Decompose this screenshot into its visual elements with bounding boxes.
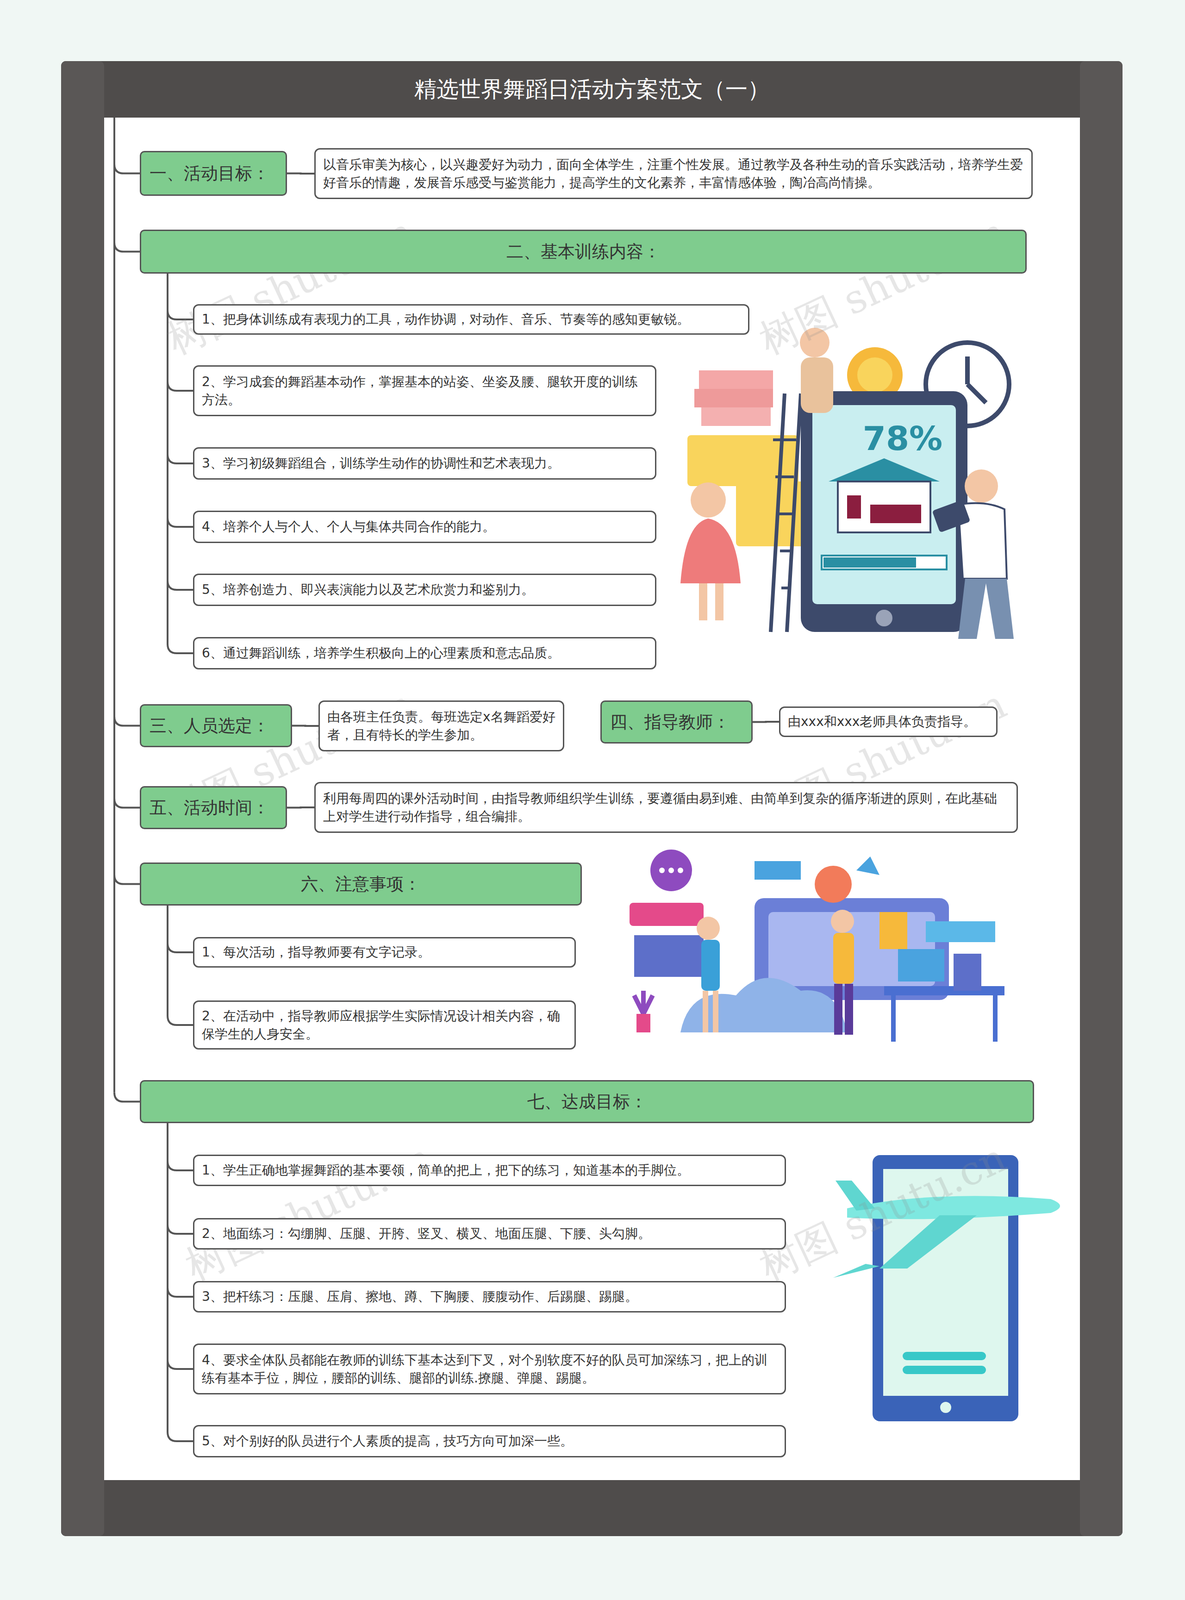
- trunk-branch: [114, 874, 140, 885]
- content-box: 2、地面练习：勾绷脚、压腿、开胯、竖叉、横叉、地面压腿、下腰、头勾脚。: [193, 1217, 786, 1250]
- content-text: 由各班主任负责。每班选定x名舞蹈爱好者，且有特长的学生参加。: [327, 707, 556, 744]
- illustration-phone-progress: [661, 324, 1033, 649]
- content-box: 3、把杆练习：压腿、压肩、擦地、蹲、下胸腰、腰腹动作、后踢腿、踢腿。: [193, 1280, 786, 1313]
- section-heading: 三、人员选定：: [149, 714, 270, 738]
- connector: [286, 806, 315, 809]
- section-heading: 七、达成目标：: [527, 1090, 648, 1114]
- content-box: 4、培养个人与个人、个人与集体共同合作的能力。: [193, 510, 657, 543]
- section-heading: 一、活动目标：: [149, 162, 270, 186]
- section-box: 七、达成目标：: [139, 1079, 1035, 1123]
- connector: [167, 1122, 194, 1171]
- title-bar: 精选世界舞蹈日活动方案范文（一）: [104, 61, 1080, 118]
- section-box: 六、注意事项：: [139, 862, 582, 906]
- trunk-branch: [114, 242, 140, 252]
- content-text: 2、学习成套的舞蹈基本动作，掌握基本的站姿、坐姿及腰、腿软开度的训练方法。: [201, 372, 648, 409]
- content-text: 利用每周四的课外活动时间，由指导教师组织学生训练，要遵循由易到难、由简单到复杂的…: [323, 789, 1010, 826]
- content-text: 4、培养个人与个人、个人与集体共同合作的能力。: [201, 517, 496, 536]
- section-box: 三、人员选定：: [139, 704, 293, 748]
- content-text: 5、培养创造力、即兴表演能力以及艺术欣赏力和鉴别力。: [201, 580, 535, 599]
- content-box: 以音乐审美为核心，以兴趣爱好为动力，面向全体学生，注重个性发展。通过教学及各种生…: [314, 148, 1033, 200]
- connector: [752, 720, 780, 724]
- content-text: 3、把杆练习：压腿、压肩、擦地、蹲、下胸腰、腰腹动作、后踢腿、踢腿。: [201, 1287, 638, 1306]
- content-box: 由各班主任负责。每班选定x名舞蹈爱好者，且有特长的学生参加。: [318, 700, 565, 752]
- content-text: 1、学生正确地掌握舞蹈的基本要领，简单的把上，把下的练习，知道基本的手脚位。: [201, 1160, 690, 1179]
- content-text: 6、通过舞蹈训练，培养学生积极向上的心理素质和意志品质。: [201, 643, 561, 662]
- connector: [167, 273, 194, 464]
- trunk-branch: [114, 1092, 140, 1102]
- content-text: 以音乐审美为核心，以兴趣爱好为动力，面向全体学生，注重个性发展。通过教学及各种生…: [323, 155, 1024, 192]
- content-text: 3、学习初级舞蹈组合，训练学生动作的协调性和艺术表现力。: [201, 454, 561, 473]
- content-box: 由xxx和xxx老师具体负责指导。: [779, 706, 998, 737]
- title-text: 精选世界舞蹈日活动方案范文（一）: [414, 74, 770, 105]
- content-box: 2、在活动中，指导教师应根据学生实际情况设计相关内容，确保学生的人身安全。: [193, 1000, 576, 1050]
- content-box: 6、通过舞蹈训练，培养学生积极向上的心理素质和意志品质。: [193, 636, 657, 670]
- connector: [167, 1122, 194, 1441]
- connector: [167, 1122, 194, 1234]
- content-box: 利用每周四的课外活动时间，由指导教师组织学生训练，要遵循由易到难、由简单到复杂的…: [314, 781, 1018, 833]
- connector: [167, 905, 194, 953]
- content-text: 1、把身体训练成有表现力的工具，动作协调，对动作、音乐、节奏等的感知更敏锐。: [201, 310, 690, 329]
- section-box: 二、基本训练内容：: [139, 229, 1027, 274]
- content-text: 5、对个别好的队员进行个人素质的提高，技巧方向可加深一些。: [201, 1431, 574, 1450]
- trunk-branch: [114, 798, 140, 808]
- section-box: 一、活动目标：: [139, 150, 287, 196]
- content-text: 2、在活动中，指导教师应根据学生实际情况设计相关内容，确保学生的人身安全。: [201, 1006, 568, 1043]
- section-box: 四、指导教师：: [600, 700, 753, 744]
- content-text: 4、要求全体队员都能在教师的训练下基本达到下叉，对个别软度不好的队员可加深练习，…: [201, 1350, 778, 1387]
- trunk-branch: [114, 164, 140, 174]
- trunk-branch: [114, 716, 140, 726]
- content-text: 1、每次活动，指导教师要有文字记录。: [201, 942, 431, 961]
- content-text: 2、地面练习：勾绷脚、压腿、开胯、竖叉、横叉、地面压腿、下腰、头勾脚。: [201, 1224, 651, 1243]
- section-box: 五、活动时间：: [139, 785, 287, 830]
- content-box: 1、学生正确地掌握舞蹈的基本要领，简单的把上，把下的练习，知道基本的手脚位。: [193, 1154, 786, 1186]
- content-box: 3、学习初级舞蹈组合，训练学生动作的协调性和艺术表现力。: [193, 447, 657, 480]
- content-box: 1、每次活动，指导教师要有文字记录。: [193, 936, 576, 968]
- content-box: 5、培养创造力、即兴表演能力以及艺术欣赏力和鉴别力。: [193, 573, 657, 606]
- section-heading: 二、基本训练内容：: [506, 240, 661, 264]
- frame-side-right: [1079, 61, 1123, 1536]
- content-box: 1、把身体训练成有表现力的工具，动作协调，对动作、音乐、节奏等的感知更敏锐。: [193, 304, 750, 335]
- section-heading: 五、活动时间：: [149, 796, 270, 820]
- progress-figure: 78%: [842, 418, 963, 458]
- content-box: 5、对个别好的队员进行个人素质的提高，技巧方向可加深一些。: [193, 1424, 786, 1458]
- section-heading: 六、注意事项：: [300, 872, 421, 896]
- content-box: 2、学习成套的舞蹈基本动作，掌握基本的站姿、坐姿及腰、腿软开度的训练方法。: [193, 365, 657, 417]
- illustration-office: [615, 847, 1014, 1051]
- connector: [167, 905, 194, 1025]
- content-text: 由xxx和xxx老师具体负责指导。: [787, 712, 977, 731]
- connector: [286, 172, 315, 175]
- trunk-line: [113, 117, 116, 1093]
- section-heading: 四、指导教师：: [610, 710, 730, 734]
- frame-side-left: [61, 61, 105, 1536]
- content-box: 4、要求全体队员都能在教师的训练下基本达到下叉，对个别软度不好的队员可加深练习，…: [193, 1343, 786, 1395]
